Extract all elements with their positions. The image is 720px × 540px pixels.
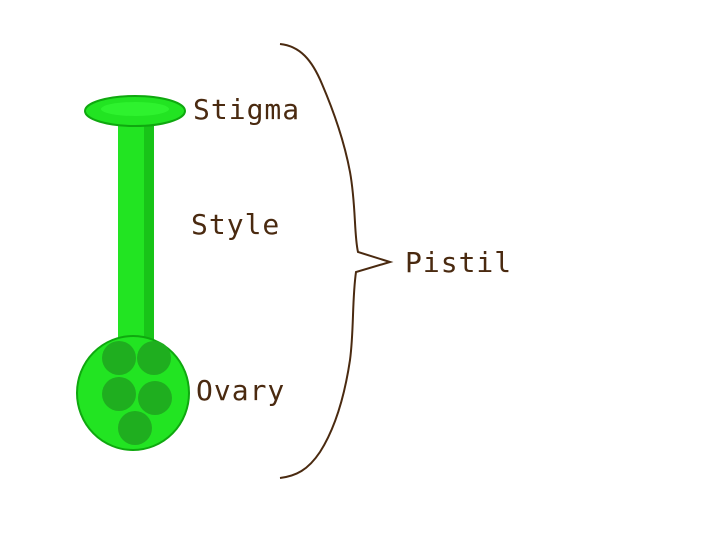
pistil-label: Pistil — [405, 246, 513, 279]
ovule — [137, 341, 171, 375]
ovary-label: Ovary — [196, 374, 286, 407]
style-label: Style — [191, 208, 281, 241]
style-stalk-shade — [144, 114, 154, 366]
ovule — [138, 381, 172, 415]
stigma-label: Stigma — [193, 93, 301, 126]
pistil-bracket — [279, 43, 394, 479]
stigma-cap-highlight — [101, 102, 169, 116]
ovule — [102, 341, 136, 375]
ovule — [102, 377, 136, 411]
ovules — [102, 341, 172, 445]
ovule — [118, 411, 152, 445]
